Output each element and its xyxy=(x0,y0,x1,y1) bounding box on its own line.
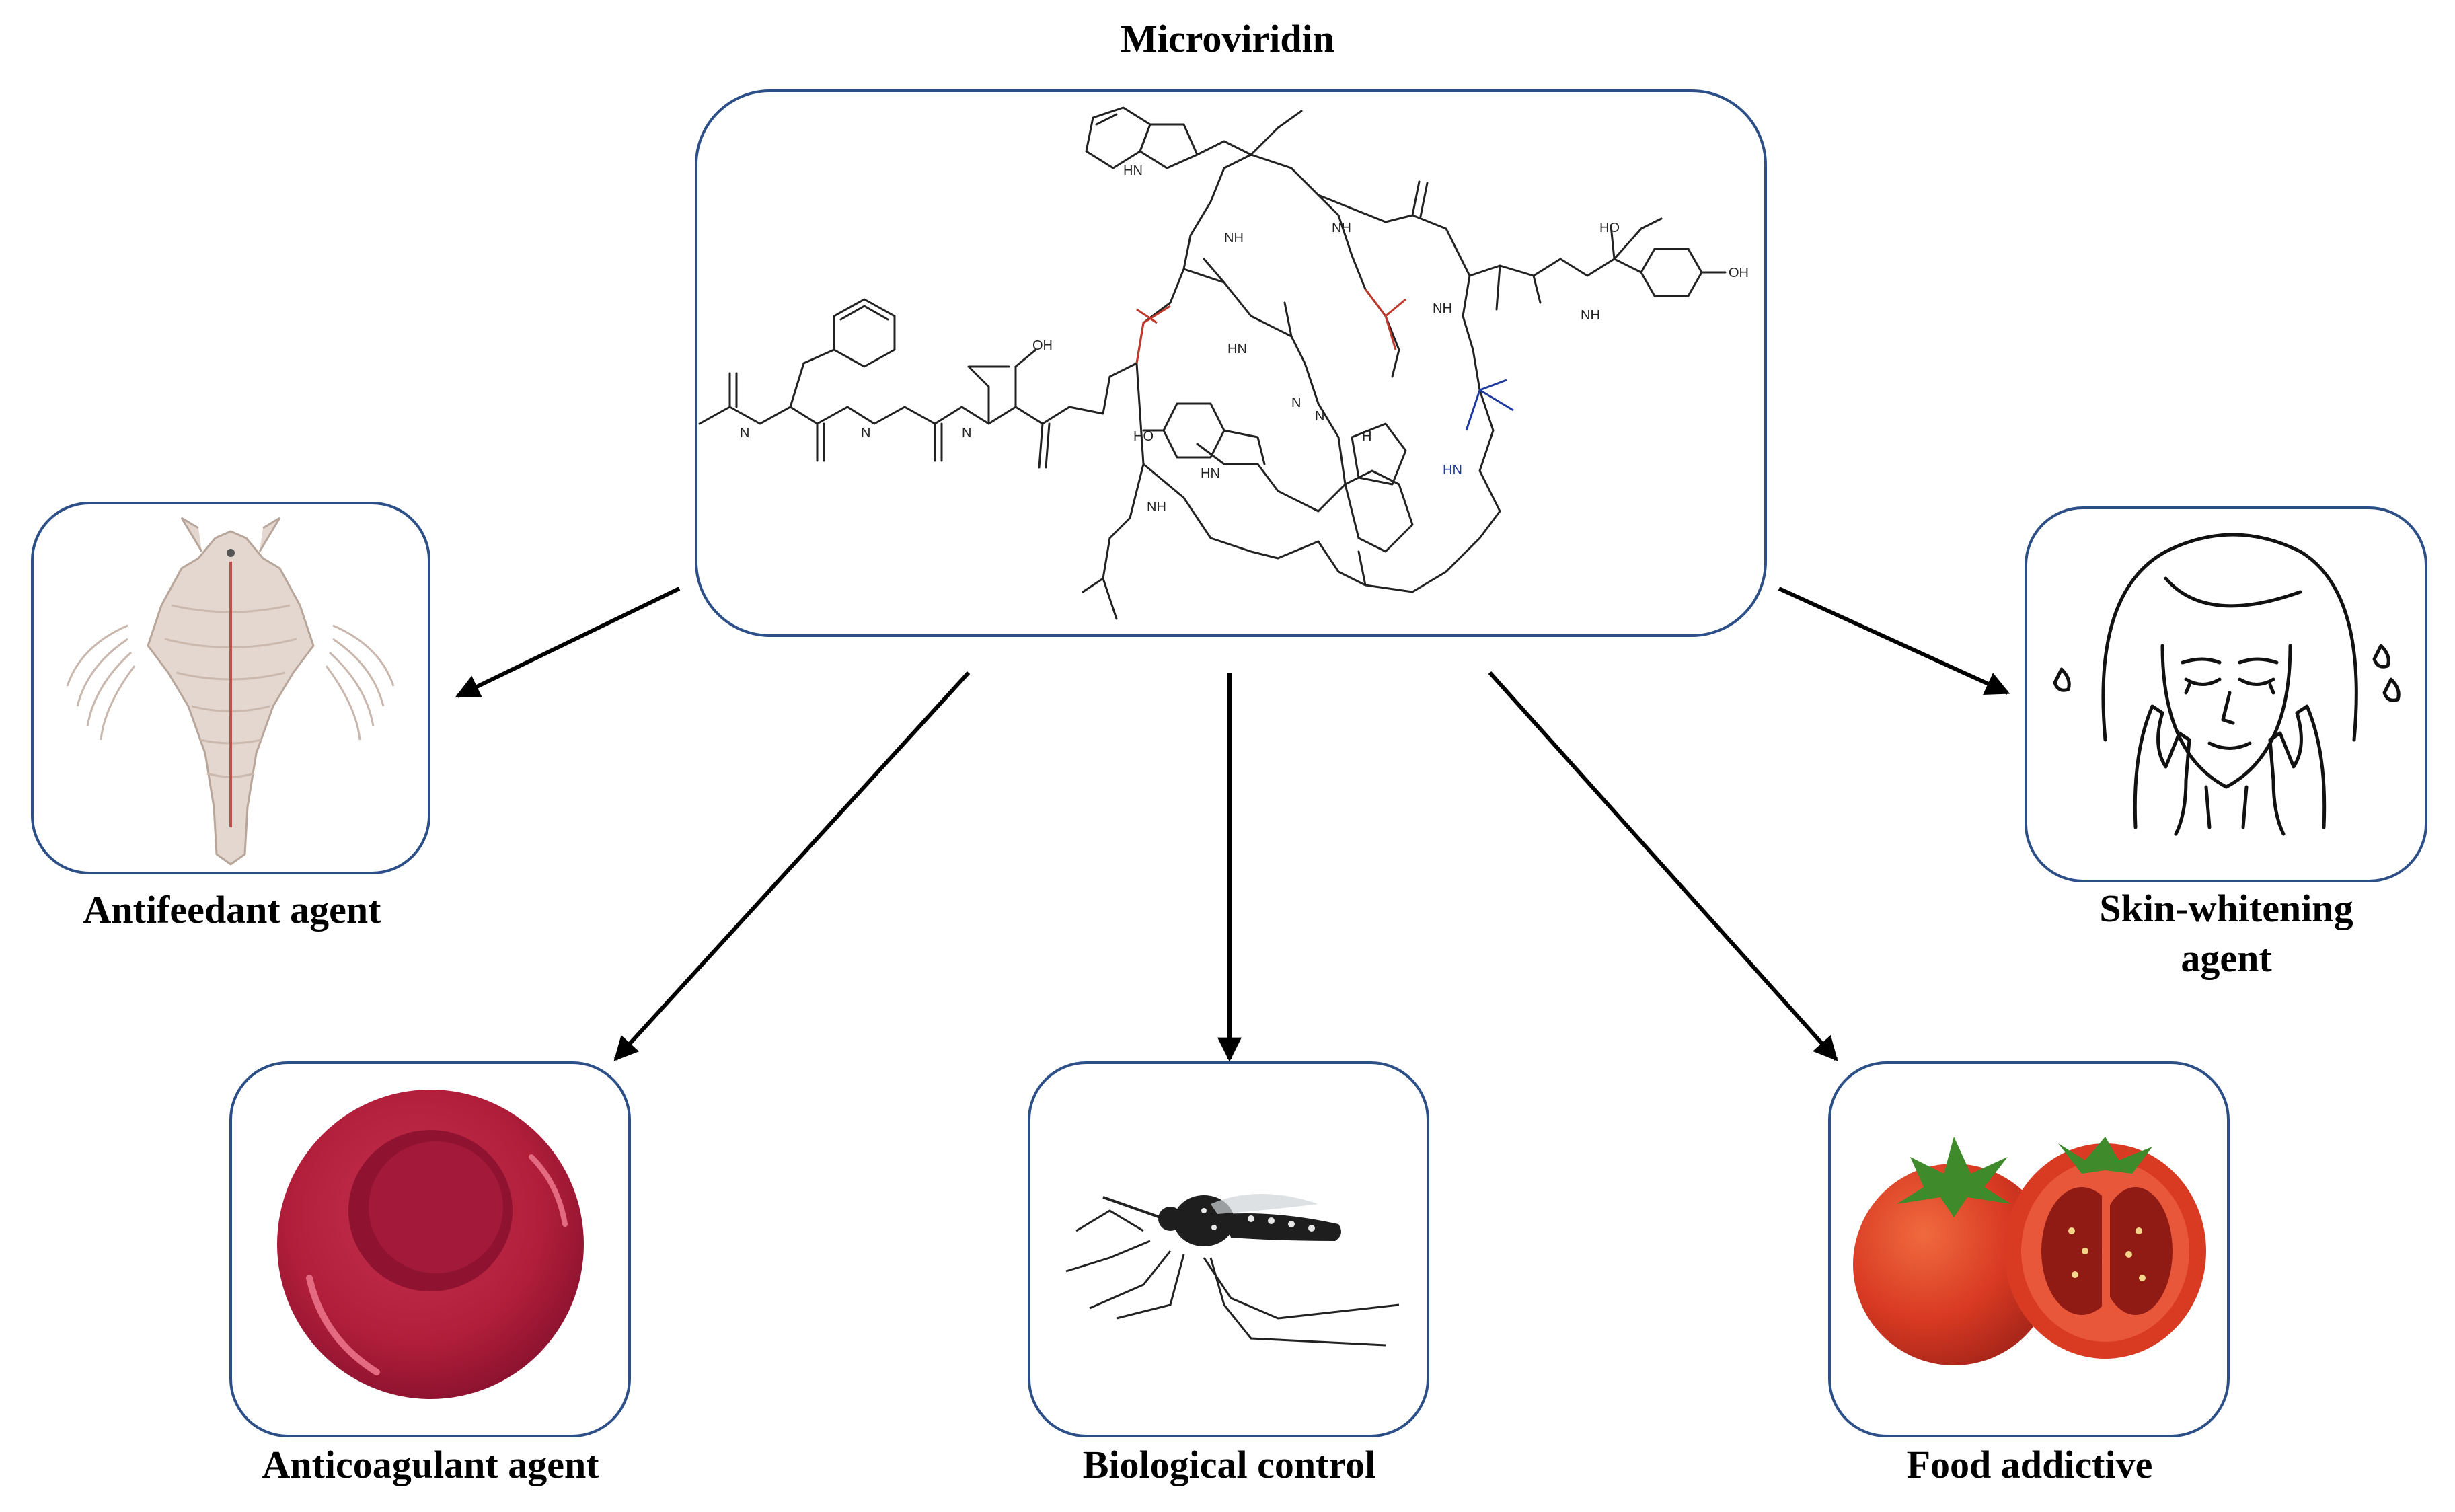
anticoagulant-box xyxy=(229,1061,631,1437)
microviridin-structure-box: HN HN HO OH HO OH NH HN NH N HN NH NH NH… xyxy=(695,89,1767,637)
svg-text:NH: NH xyxy=(1224,231,1244,245)
anticoagulant-label: Anticoagulant agent xyxy=(262,1443,599,1486)
svg-text:HO: HO xyxy=(1599,221,1620,235)
diagram-title: Microviridin xyxy=(1121,17,1334,61)
arrow-to-anticoagulant xyxy=(613,671,971,1061)
face-skincare-icon xyxy=(2053,533,2401,836)
svg-text:NH: NH xyxy=(1581,308,1600,323)
biological-control-label: Biological control xyxy=(1082,1443,1376,1486)
antifeedant-label: Antifeedant agent xyxy=(83,888,381,932)
brine-shrimp-icon xyxy=(66,517,395,866)
antifeedant-box xyxy=(31,502,430,874)
svg-text:OH: OH xyxy=(1729,266,1749,280)
svg-text:HN: HN xyxy=(1228,342,1247,356)
svg-text:N: N xyxy=(1291,395,1301,410)
svg-text:HN: HN xyxy=(1123,163,1143,178)
svg-text:N: N xyxy=(1315,409,1324,424)
tomato-icon xyxy=(1853,1137,2206,1365)
arrows xyxy=(455,587,2010,1062)
biological-control-box xyxy=(1028,1061,1429,1437)
svg-text:N: N xyxy=(740,426,749,441)
food-label: Food addictive xyxy=(1906,1443,2153,1486)
svg-text:N: N xyxy=(861,426,870,441)
svg-text:N: N xyxy=(962,426,971,441)
food-box xyxy=(1828,1061,2230,1437)
skin-whitening-box xyxy=(2025,506,2427,882)
svg-text:HN: HN xyxy=(1201,466,1220,481)
amide-nh-label: HN xyxy=(1443,463,1462,478)
svg-text:HO: HO xyxy=(1133,429,1154,444)
svg-text:NH: NH xyxy=(1147,500,1166,515)
arrow-to-food xyxy=(1488,671,1838,1061)
atom-labels: HN HO OH HO OH NH HN NH N HN NH NH NH N … xyxy=(740,163,1749,515)
amide-linkage-mark xyxy=(1465,379,1514,431)
ester-linkage-mark xyxy=(1135,289,1406,364)
svg-text:NH: NH xyxy=(1433,301,1452,316)
svg-text:OH: OH xyxy=(1032,338,1053,353)
skin-whitening-label-line2: agent xyxy=(2181,936,2272,980)
skin-whitening-label-line1: Skin-whitening xyxy=(2099,886,2353,930)
arrow-to-antifeedant xyxy=(455,587,681,698)
svg-text:NH: NH xyxy=(1332,221,1351,235)
svg-text:H: H xyxy=(1362,429,1371,444)
mosquito-icon xyxy=(1065,1194,1400,1347)
red-blood-cell-icon xyxy=(277,1090,584,1399)
arrow-to-skin-whitening xyxy=(1778,587,2010,695)
